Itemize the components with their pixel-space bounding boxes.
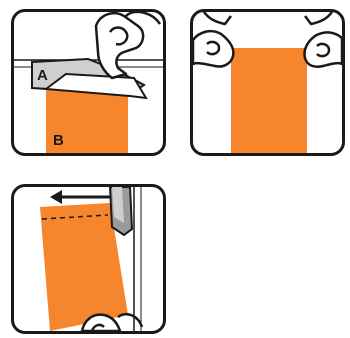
step-1-illustration: A B — [14, 12, 163, 153]
step-3-illustration — [14, 187, 163, 331]
label-a: A — [37, 67, 48, 84]
thumb-icon — [193, 12, 233, 67]
label-b: B — [53, 132, 64, 149]
hand-icon — [304, 12, 342, 67]
step-2-hold-panel — [190, 9, 345, 156]
finger-peel-icon — [96, 12, 160, 78]
step-3-insert-panel — [11, 184, 166, 334]
orange-sheet — [231, 48, 307, 153]
step-1-peel-panel: A B — [11, 9, 166, 156]
step-2-illustration — [193, 12, 342, 153]
